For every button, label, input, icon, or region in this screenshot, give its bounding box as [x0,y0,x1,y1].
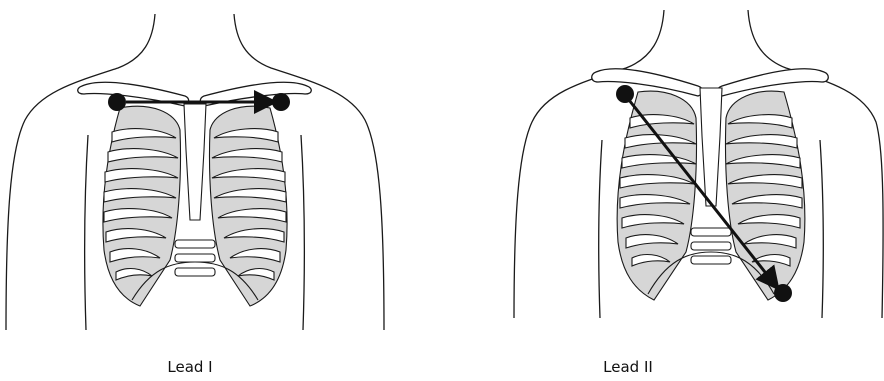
torso-ribcage-diagram [442,0,884,381]
torso-ribcage-diagram [0,0,442,381]
lead-ii-caption: Lead II [548,358,708,376]
lead-i-caption: Lead I [110,358,270,376]
lead-ii-panel: Lead II [442,0,884,381]
lead-i-panel: Lead I [0,0,442,381]
left-leg-electrode [774,284,792,302]
left-arm-electrode [272,93,290,111]
right-arm-electrode [616,85,634,103]
torso-outline [514,10,883,318]
ribcage [103,104,287,306]
right-arm-electrode [108,93,126,111]
